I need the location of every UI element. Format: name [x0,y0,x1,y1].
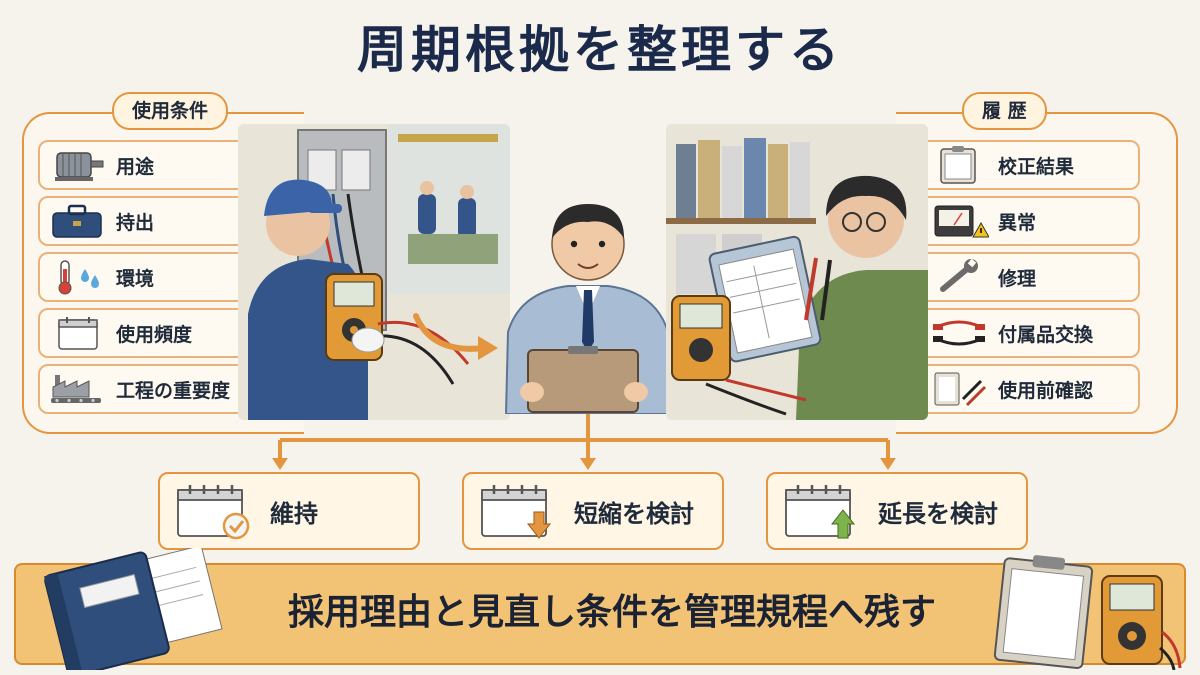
manager-with-clipboard-illustration [498,182,678,414]
right-item-label: 異常 [998,211,1037,234]
left-item-label: 用途 [116,155,155,178]
right-item-accessory-replacement: 付属品交換 [920,308,1140,358]
binder-document-icon [43,548,223,670]
right-item-repair: 修理 [920,252,1140,302]
outcome-label: 延長を検討 [878,499,998,528]
clipboard-multimeter-icon [993,555,1182,670]
meter-warning-icon [928,201,990,241]
calendar-up-icon [782,482,860,540]
right-item-label: 付属品交換 [998,323,1094,346]
left-item-label: 工程の重要度 [116,379,231,402]
right-item-label: 校正結果 [998,155,1075,178]
right-item-calibration-result: 校正結果 [920,140,1140,190]
right-item-label: 修理 [998,267,1037,290]
left-item-environment: 環境 [38,252,258,302]
calendar-down-icon [478,482,556,540]
outcome-shorten: 短縮を検討 [462,472,724,550]
right-item-abnormality: 異常 [920,196,1140,246]
flow-arrow-icon [413,313,498,360]
outcome-connector-lines [272,414,896,470]
left-item-label: 使用頻度 [116,323,193,346]
outcome-extend: 延長を検討 [766,472,1028,550]
inspector-records-illustration [666,124,928,420]
left-item-process-importance: 工程の重要度 [38,364,258,414]
outcome-maintain: 維持 [158,472,420,550]
left-item-takeout: 持出 [38,196,258,246]
calendar-check-icon [174,482,252,540]
page-title: 周期根拠を整理する [357,21,843,79]
checklist-icon [928,369,990,409]
usage-conditions-label: 使用条件 [112,92,229,130]
clipboard-icon [928,145,990,185]
outcome-label: 維持 [270,499,318,528]
right-item-label: 使用前確認 [998,379,1094,402]
wrench-icon [928,257,990,297]
left-item-label: 環境 [116,267,155,290]
left-item-frequency: 使用頻度 [38,308,258,358]
thermometer-icon [46,257,108,297]
calendar-icon [46,313,108,353]
test-leads-icon [928,313,990,353]
outcome-label: 短縮を検討 [574,499,694,528]
right-item-pre-use-check: 使用前確認 [920,364,1140,414]
history-label: 履 歴 [962,92,1047,130]
summary-banner-text: 採用理由と見直し条件を管理規程へ残す [287,592,936,633]
factory-icon [46,369,108,409]
left-item-label: 持出 [116,211,155,234]
left-item-purpose: 用途 [38,140,258,190]
toolbox-icon [46,201,108,241]
technician-panel-illustration [238,124,510,420]
motor-icon [46,145,108,185]
